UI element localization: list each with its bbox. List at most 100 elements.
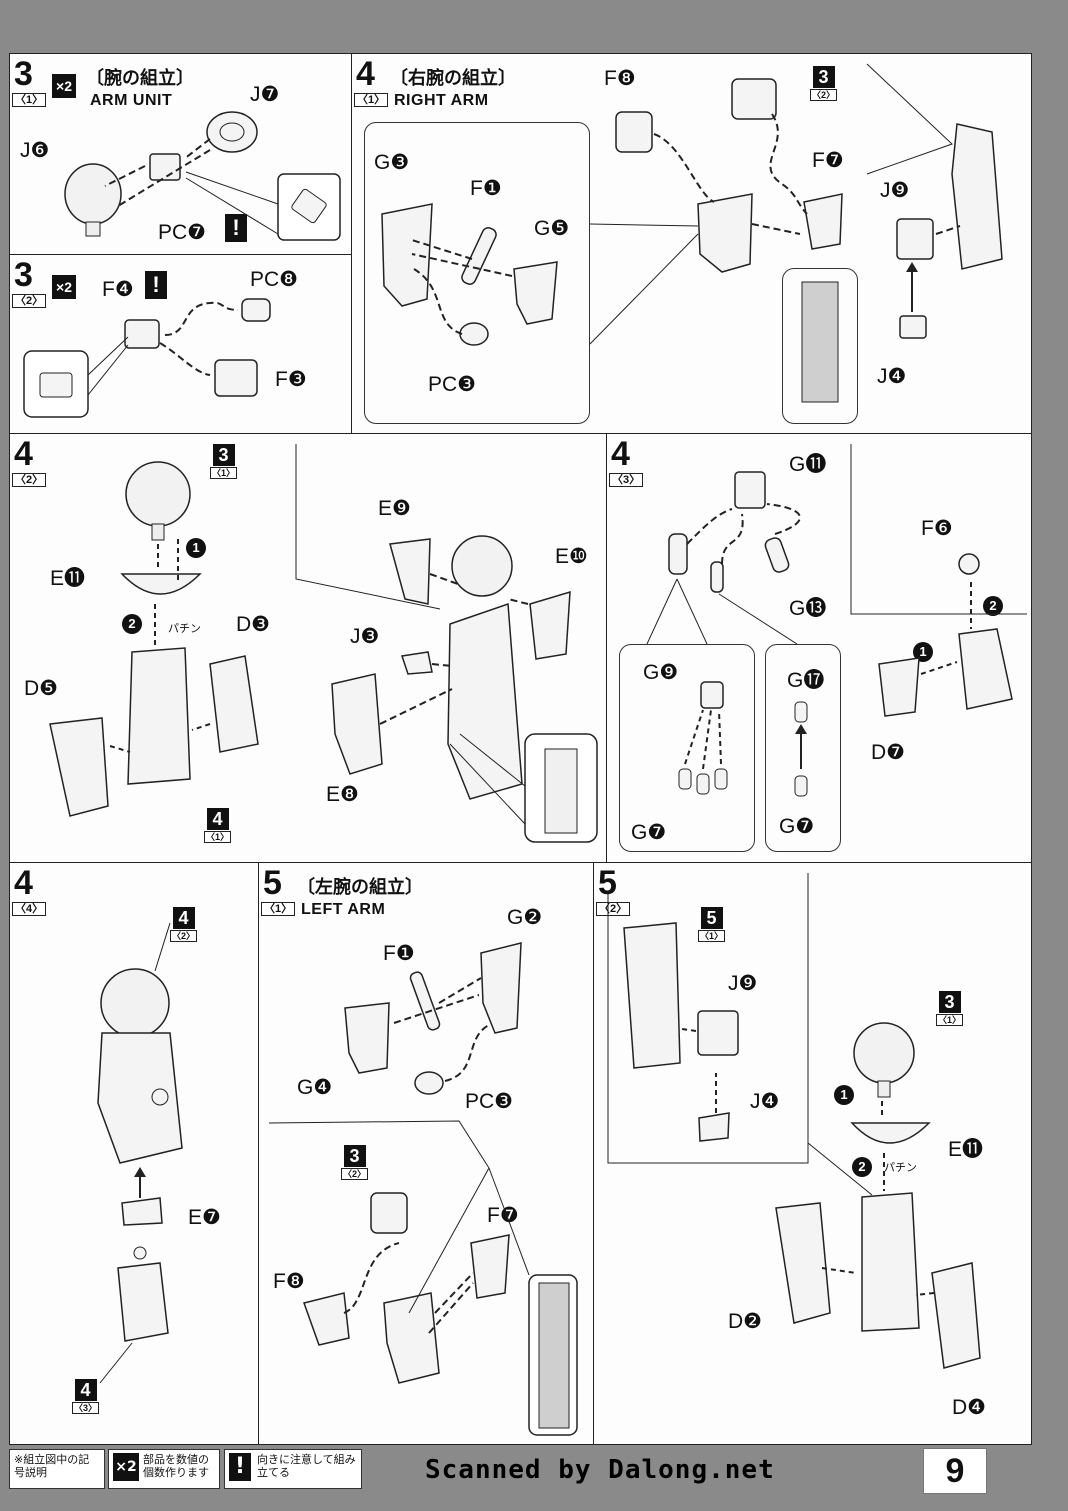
panel-step-4-4: 4 〈4〉 4 〈2〉 4 〈3〉 E❼ <box>9 862 259 1445</box>
right-arm-diagram <box>381 63 1003 403</box>
ref-step-number: 4 <box>172 907 195 929</box>
symbol-legend: ※組立図中の記号説明 <box>9 1449 105 1489</box>
ref-step-number: 3 <box>812 66 835 88</box>
part-label: G❾ <box>643 661 679 684</box>
panel-step-4-1: 4 〈1〉 〔右腕の組立〕 RIGHT ARM G❸ F❶ G❺ PC❸ F❽ … <box>351 53 1032 434</box>
part-label: E❾ <box>378 497 411 520</box>
ref-step-number: 3 <box>212 444 235 466</box>
part-label: G❹ <box>297 1076 333 1099</box>
step-reference: 3 〈2〉 <box>341 1145 369 1180</box>
multiply-x2-badge: ×2 <box>52 275 76 299</box>
part-label: J❻ <box>20 139 50 162</box>
step-substep: 〈2〉 <box>12 473 47 487</box>
ref-substep: 〈2〉 <box>170 930 198 942</box>
step-title-en: RIGHT ARM <box>394 92 489 109</box>
snap-sound-label: パチン <box>168 622 201 635</box>
ref-substep: 〈2〉 <box>341 1168 369 1180</box>
part-label: E❿ <box>555 545 588 568</box>
part-label: D❸ <box>236 613 270 636</box>
legend-warning-text: 向きに注意して組み立てる <box>257 1453 356 1479</box>
step-3-2-diagram <box>23 298 271 418</box>
multiply-x2-icon: ×2 <box>113 1453 139 1481</box>
part-label: E⓫ <box>948 1138 984 1161</box>
panel-step-4-2: 4 〈2〉 3 〈1〉 4 〈1〉 E⓫ D❸ D❺ E❾ E❿ J❸ E❽ パ… <box>9 433 607 863</box>
step-number: 5 <box>263 864 282 902</box>
step-title-jp: 〔左腕の組立〕 <box>297 877 423 898</box>
subassembly-frame <box>619 644 755 852</box>
ref-substep: 〈3〉 <box>72 1402 100 1414</box>
order-marker-2: 2 <box>122 614 142 634</box>
part-label: F❹ <box>102 278 134 301</box>
ref-step-number: 4 <box>206 808 229 830</box>
detail-frame <box>782 268 858 424</box>
arm-unit-diagram <box>64 111 341 241</box>
part-label: F❼ <box>487 1204 519 1227</box>
part-label: G❼ <box>631 821 667 844</box>
step-number: 3 <box>14 55 33 93</box>
part-label: G⓱ <box>787 669 825 692</box>
orientation-warning-icon: ! <box>145 271 167 299</box>
ref-substep: 〈1〉 <box>204 831 232 843</box>
part-label: D❷ <box>728 1310 762 1333</box>
step-title-jp: 〔右腕の組立〕 <box>390 68 516 89</box>
step-4-2-diagram <box>49 444 598 843</box>
step-5-2-diagram <box>607 873 981 1369</box>
ref-step-number: 5 <box>700 907 723 929</box>
snap-sound-label: パチン <box>884 1161 917 1174</box>
part-label: G❺ <box>534 217 570 240</box>
subassembly-frame <box>364 122 590 424</box>
step-4-4-diagram <box>97 922 183 1384</box>
part-label: E❽ <box>326 783 359 806</box>
panel-step-5-2: 5 〈2〉 5 〈1〉 3 〈1〉 J❾ J❹ E⓫ D❷ D❹ パチン 1 2 <box>593 862 1032 1445</box>
step-number: 4 <box>14 864 33 902</box>
step-number: 4 <box>611 435 630 473</box>
part-label: J❾ <box>728 972 758 995</box>
part-label: PC❼ <box>158 221 206 244</box>
step-title-en: ARM UNIT <box>90 92 173 109</box>
step-4-3-diagram <box>646 444 1027 797</box>
step-number: 4 <box>356 55 375 93</box>
step-number: 5 <box>598 864 617 902</box>
part-label: D❹ <box>952 1396 986 1419</box>
step-substep: 〈3〉 <box>609 473 644 487</box>
step-substep: 〈1〉 <box>12 93 47 107</box>
orientation-warning-icon: ! <box>229 1453 251 1481</box>
page-number: 9 <box>923 1448 987 1494</box>
ref-substep: 〈2〉 <box>810 89 838 101</box>
left-arm-diagram <box>268 942 578 1436</box>
order-marker-1: 1 <box>913 642 933 662</box>
step-substep: 〈2〉 <box>12 294 47 308</box>
panel-step-4-3: 4 〈3〉 G⓫ G⓭ F❻ D❼ G❾ G⓱ G❼ G❼ 1 2 <box>606 433 1032 863</box>
step-substep: 〈1〉 <box>354 93 389 107</box>
step-reference: 3 〈2〉 <box>810 66 838 101</box>
legend-multiply-text: 部品を数値の個数作ります <box>143 1453 209 1479</box>
part-label: E⓫ <box>50 567 86 590</box>
part-label: G❷ <box>507 906 543 929</box>
ref-step-number: 3 <box>343 1145 366 1167</box>
part-label: F❶ <box>470 177 502 200</box>
order-marker-1: 1 <box>186 538 206 558</box>
part-label: G❼ <box>779 815 815 838</box>
part-label: PC❸ <box>428 373 476 396</box>
part-label: G⓭ <box>789 597 827 620</box>
part-label: G⓫ <box>789 453 827 476</box>
step-reference: 4 〈1〉 <box>204 808 232 843</box>
part-label: F❻ <box>921 517 953 540</box>
order-marker-1: 1 <box>834 1085 854 1105</box>
panel-step-5-1: 5 〈1〉 〔左腕の組立〕 LEFT ARM 3 〈2〉 F❶ G❷ G❹ PC… <box>258 862 594 1445</box>
part-label: E❼ <box>188 1206 221 1229</box>
part-label: PC❽ <box>250 268 298 291</box>
ref-step-number: 4 <box>74 1379 97 1401</box>
part-label: J❹ <box>877 365 907 388</box>
legend-multiply: ×2 部品を数値の個数作ります <box>108 1449 220 1489</box>
part-label: J❼ <box>250 83 280 106</box>
step-title-en: LEFT ARM <box>301 901 386 918</box>
part-label: F❸ <box>275 368 307 391</box>
step-number: 3 <box>14 256 33 294</box>
part-label: G❸ <box>374 151 410 174</box>
part-label: J❾ <box>880 179 910 202</box>
part-label: J❹ <box>750 1090 780 1113</box>
step-reference: 3 〈1〉 <box>210 444 238 479</box>
panel-step-3-2: 3 〈2〉 ×2 F❹ ! PC❽ F❸ <box>9 254 352 434</box>
scan-credit: Scanned by Dalong.net <box>425 1455 775 1485</box>
